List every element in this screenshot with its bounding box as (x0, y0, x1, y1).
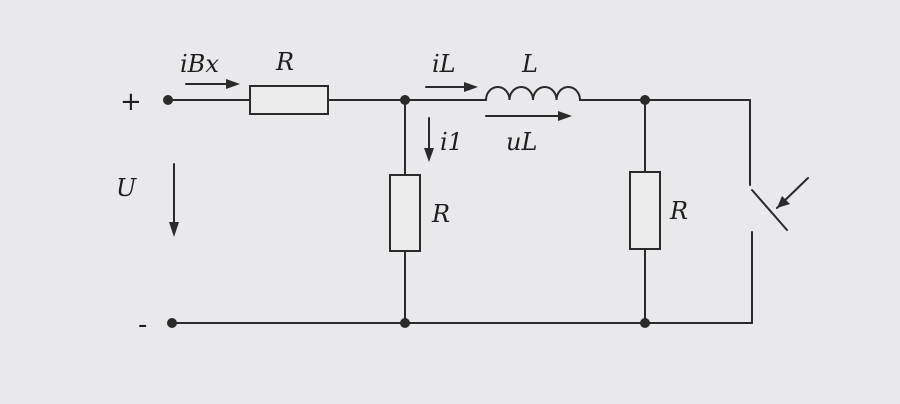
label-ibx: iBx (180, 50, 219, 78)
minus-sign: - (138, 310, 147, 340)
plus-sign: + (120, 87, 142, 117)
arrow-ibx (185, 79, 240, 89)
junction-bottom-mid (400, 318, 410, 328)
label-r-series: R (275, 48, 294, 76)
inductor-coil (485, 86, 581, 101)
arrow-il (425, 82, 478, 92)
label-r-right: R (669, 197, 688, 225)
resistor-right (629, 171, 661, 250)
switch-blade (751, 189, 788, 231)
label-u: U (116, 174, 137, 202)
terminal-plus (163, 95, 173, 105)
label-ul: uL (506, 128, 537, 156)
switch-arrow-head (777, 196, 790, 208)
label-r-mid: R (431, 200, 450, 228)
label-il: iL (432, 50, 456, 78)
label-i1: i1 (440, 128, 463, 156)
terminal-minus (167, 318, 177, 328)
arrow-u (169, 163, 179, 237)
junction-bottom-right (640, 318, 650, 328)
junction-top-mid (400, 95, 410, 105)
resistor-series (249, 85, 329, 115)
label-l: L (521, 50, 538, 78)
arrow-ul (485, 111, 572, 121)
arrow-i1 (424, 117, 434, 162)
junction-top-right (640, 95, 650, 105)
resistor-mid (389, 174, 421, 252)
